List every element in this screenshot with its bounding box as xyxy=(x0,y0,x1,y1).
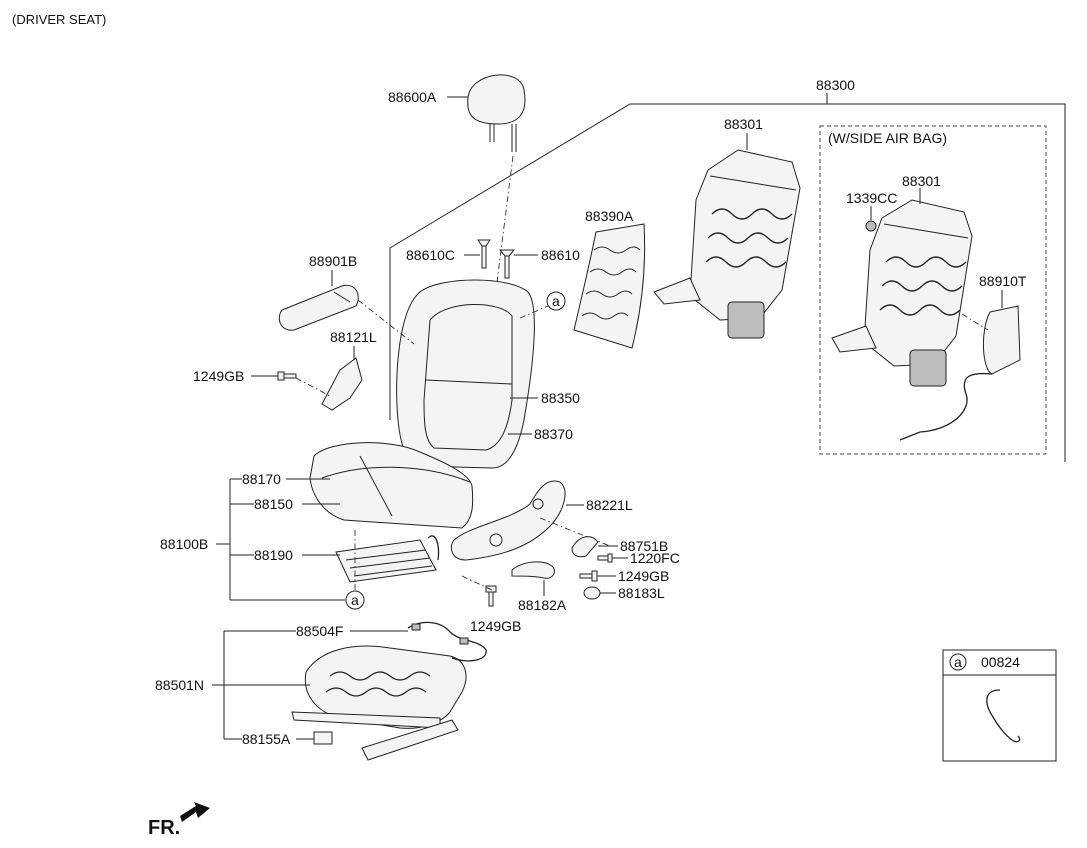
front-arrow-icon xyxy=(180,802,210,822)
label-88300: 88300 xyxy=(816,77,855,93)
ref-a-circle-lower xyxy=(345,590,365,610)
centerline-airbag xyxy=(961,313,989,331)
seat-back-frame-airbag xyxy=(831,199,973,387)
legend-box xyxy=(942,649,1057,762)
knob-88751B xyxy=(571,536,599,558)
ref-a-letter-main: a xyxy=(552,293,560,309)
label-88504F: 88504F xyxy=(296,623,343,639)
label-1220FC: 1220FC xyxy=(630,550,680,566)
label-88390A: 88390A xyxy=(585,208,634,224)
back-spring-mat xyxy=(573,223,646,349)
leader-ref-a-main xyxy=(519,305,549,319)
side-airbag-module xyxy=(899,305,1021,441)
side-airbag-box xyxy=(819,125,1047,455)
legend-code: 00824 xyxy=(981,654,1020,670)
lever-88182A xyxy=(511,561,555,579)
centerline-88901B xyxy=(357,299,415,345)
label-88150: 88150 xyxy=(254,496,293,512)
bolt-1249GB-right xyxy=(579,570,598,582)
diagram-title: (DRIVER SEAT) xyxy=(12,12,106,27)
label-1249GB-upper: 1249GB xyxy=(193,368,244,384)
cushion-spring-mat xyxy=(335,535,440,583)
label-88751B: 88751B xyxy=(620,538,668,554)
label-88100B: 88100B xyxy=(160,536,208,552)
bolt-1249GB-upper xyxy=(277,371,297,381)
centerline-bolt-lower xyxy=(461,575,493,591)
label-88610C: 88610C xyxy=(406,247,455,263)
seat-track-assembly xyxy=(291,645,467,761)
legend-symbol: a xyxy=(954,654,962,670)
headrest xyxy=(467,74,526,152)
label-88182A: 88182A xyxy=(518,597,567,613)
label-1339CC: 1339CC xyxy=(846,190,897,206)
cap-88183L xyxy=(583,586,601,600)
label-88155A: 88155A xyxy=(242,731,291,747)
seat-cushion xyxy=(309,442,474,529)
label-88190: 88190 xyxy=(254,547,293,563)
seat-back-cushion xyxy=(396,279,535,469)
label-88350: 88350 xyxy=(541,390,580,406)
seat-back-frame xyxy=(653,149,801,339)
label-1249GB-lower: 1249GB xyxy=(470,618,521,634)
label-88301-b: 88301 xyxy=(902,173,941,189)
label-88370: 88370 xyxy=(534,426,573,442)
label-88600A: 88600A xyxy=(388,89,437,105)
ref-a-circle-main xyxy=(546,291,566,311)
bracket-88501N xyxy=(212,630,310,740)
ref-a-letter-lower: a xyxy=(351,592,359,608)
label-1249GB-right: 1249GB xyxy=(618,568,669,584)
label-side-airbag: (W/SIDE AIR BAG) xyxy=(828,130,947,146)
centerline-bolt-upper xyxy=(295,377,331,397)
label-88901B: 88901B xyxy=(309,253,357,269)
label-88301: 88301 xyxy=(724,116,763,132)
label-88121L: 88121L xyxy=(330,329,377,345)
label-88610: 88610 xyxy=(541,247,580,263)
label-88501N: 88501N xyxy=(155,677,204,693)
wiring-harness-88504F xyxy=(407,621,487,662)
headrest-guide-88610C xyxy=(477,239,491,269)
side-bracket-88121L xyxy=(321,357,363,411)
bracket-88100B xyxy=(216,478,345,601)
label-88183L: 88183L xyxy=(618,585,665,601)
label-88170: 88170 xyxy=(242,471,281,487)
headrest-guide-88610 xyxy=(498,249,516,279)
centerline-headrest xyxy=(495,155,514,291)
back-frame-group-outline xyxy=(389,93,1066,462)
front-label: FR. xyxy=(148,817,180,839)
pad-88155A xyxy=(313,731,333,745)
label-88221L: 88221L xyxy=(586,497,633,513)
screw-1220FC xyxy=(597,553,613,563)
bolt-1249GB-lower xyxy=(485,585,497,607)
nut-1339CC xyxy=(865,220,877,232)
label-88910T: 88910T xyxy=(979,273,1027,289)
side-shield-88221L xyxy=(450,480,566,561)
side-trim-cover-88901B xyxy=(278,284,359,331)
